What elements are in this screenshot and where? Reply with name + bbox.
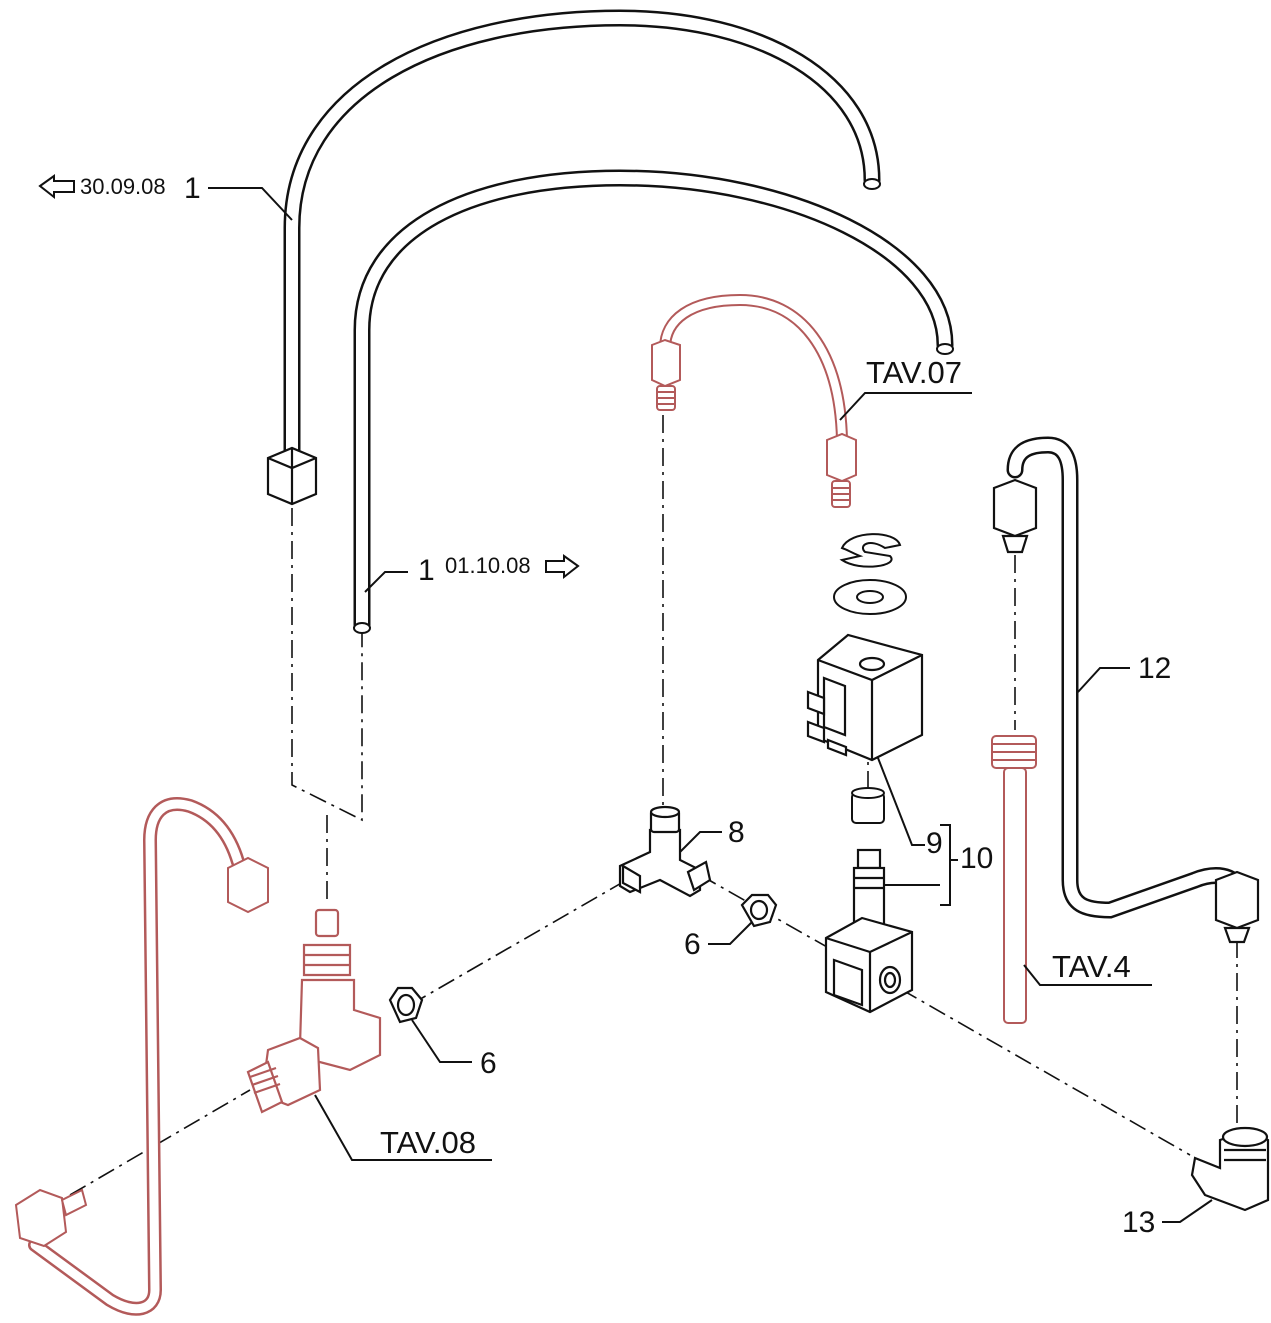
reference-label-01-10-08: 01.10.08 — [445, 553, 531, 578]
tube-end-cap — [353, 178, 954, 634]
item-number-6-left: 6 — [480, 1047, 497, 1080]
table-reference-tav07: TAV.07 — [866, 355, 962, 390]
tube-item-12-fittings — [992, 478, 1260, 944]
reference-fitting-tav07 — [651, 338, 857, 508]
item-number-12: 12 — [1138, 652, 1171, 685]
tube-item-1-outer — [283, 9, 881, 461]
reference-tube-tav08 — [28, 797, 245, 1316]
item-number-10: 10 — [960, 842, 993, 875]
tee-fitting — [618, 805, 712, 898]
reference-fittings-tav08 — [14, 856, 269, 1248]
item-number-1-mid: 1 — [418, 554, 435, 587]
hex-nut-fitting — [266, 446, 318, 506]
reference-tee-tav08 — [246, 908, 382, 1114]
solenoid-coil — [806, 633, 924, 762]
plunger-sleeve — [851, 787, 885, 824]
retaining-clip — [839, 533, 902, 568]
tube-item-12 — [1006, 436, 1246, 919]
reference-pipe-tav4 — [991, 735, 1037, 1024]
item-number-8: 8 — [728, 816, 745, 849]
leader-lines — [208, 187, 1213, 1223]
reference-label-30-09-08: 30.09.08 — [80, 174, 166, 199]
tube-item-1-inner — [353, 169, 954, 634]
item-number-1-top: 1 — [184, 172, 201, 205]
table-reference-tav08: TAV.08 — [380, 1125, 476, 1160]
table-reference-tav4: TAV.4 — [1052, 949, 1131, 984]
solenoid-valve-body — [824, 848, 914, 1014]
elbow-fitting — [1190, 1126, 1270, 1212]
lock-nut-center — [740, 893, 778, 928]
reference-tube-tav07 — [659, 293, 848, 446]
item-number-6-center: 6 — [684, 928, 701, 961]
item-number-13: 13 — [1122, 1206, 1155, 1239]
washer — [833, 579, 907, 615]
lock-nut-left — [388, 986, 424, 1024]
item-number-9: 9 — [926, 827, 943, 860]
arrow-right-outline-icon — [545, 554, 580, 580]
arrow-left-outline-icon — [38, 174, 75, 200]
